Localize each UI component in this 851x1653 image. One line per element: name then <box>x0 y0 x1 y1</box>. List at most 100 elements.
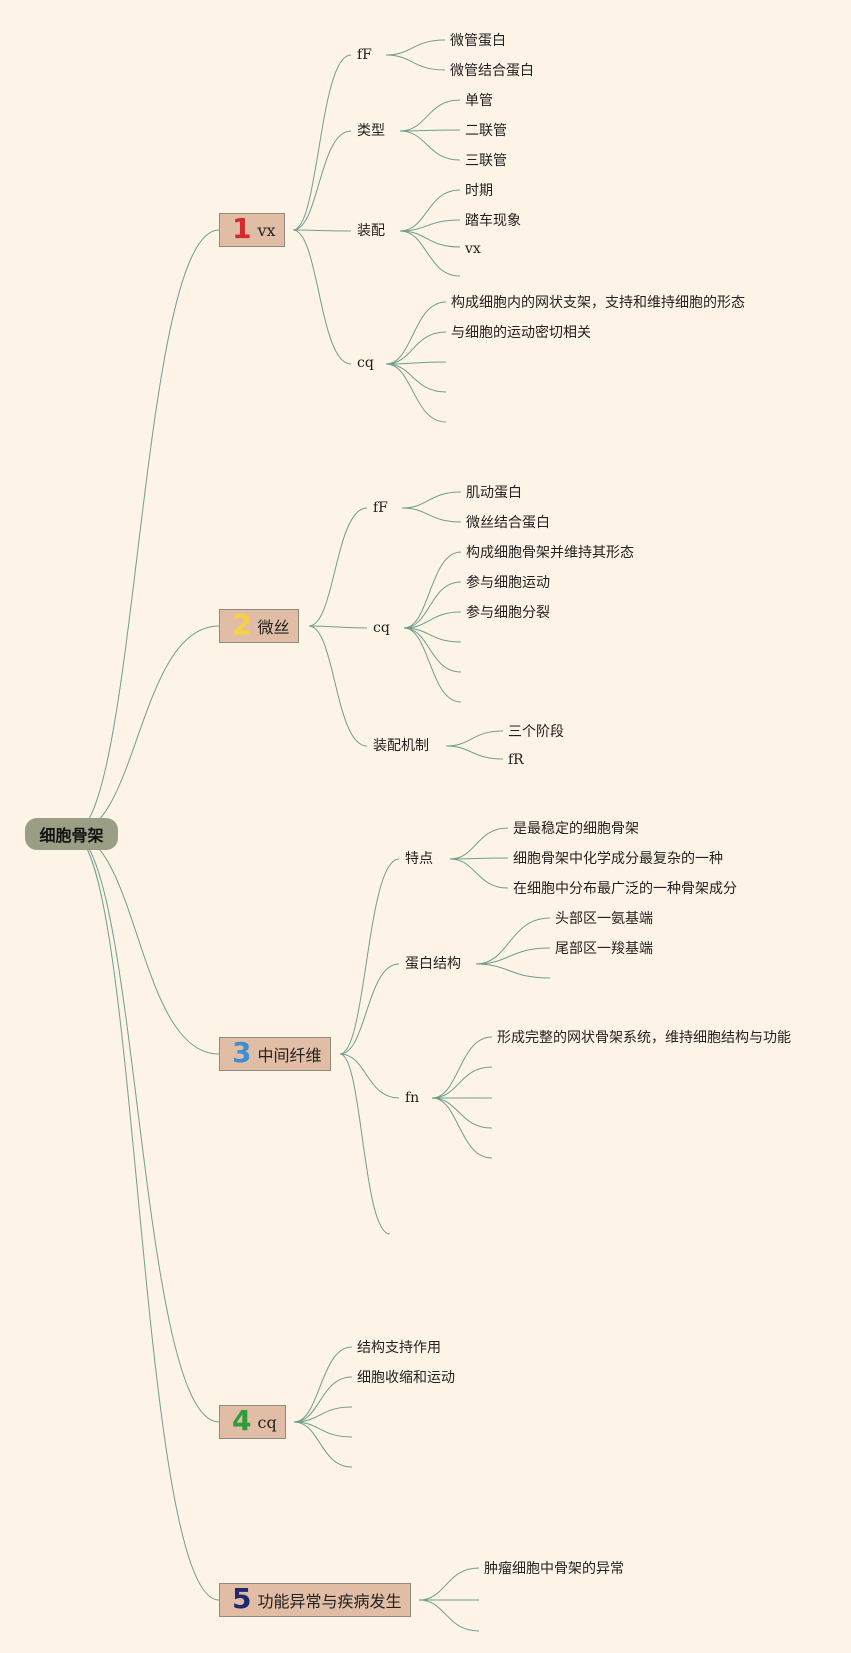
branch-label: 微丝 <box>257 618 290 637</box>
connector-line <box>449 858 509 889</box>
topic-label[interactable]: cq <box>357 355 374 371</box>
topic-label[interactable]: 装配 <box>357 223 385 239</box>
topic-label[interactable]: fF <box>357 47 372 63</box>
number-4-icon: 4 <box>232 1404 252 1437</box>
leaf-label[interactable]: 时期 <box>465 183 493 199</box>
connector-line <box>403 551 462 629</box>
topic-label[interactable]: 肿瘤细胞中骨架的异常 <box>484 1561 624 1577</box>
leaf-label[interactable]: 微管蛋白 <box>450 33 506 49</box>
connector-line <box>431 1066 493 1099</box>
connector-line <box>308 625 368 629</box>
leaf-label[interactable]: 参与细胞分裂 <box>466 605 550 621</box>
connector-line <box>399 230 461 248</box>
connector-line <box>399 230 461 277</box>
connector-line <box>292 54 352 231</box>
connector-line <box>399 189 461 232</box>
connector-line <box>385 363 447 423</box>
leaf-label[interactable]: 形成完整的网状骨架系统，维持细胞结构与功能 <box>497 1030 791 1046</box>
branch-node-3[interactable]: 3 中间纤维 <box>219 1037 331 1071</box>
topic-label[interactable]: 结构支持作用 <box>357 1340 441 1356</box>
connector-line <box>449 827 509 860</box>
connector-line <box>293 1421 353 1468</box>
leaf-label[interactable]: 头部区一氨基端 <box>555 911 653 927</box>
connector-line <box>293 1421 353 1438</box>
connector-line <box>449 857 509 860</box>
topic-label[interactable]: 装配机制 <box>373 738 429 754</box>
connector-line <box>339 1053 391 1235</box>
branch-node-1[interactable]: 1 vx <box>219 213 285 247</box>
connector-line <box>431 1036 493 1099</box>
branch-label: 中间纤维 <box>257 1046 322 1065</box>
topic-label[interactable]: cq <box>373 620 390 636</box>
connector-line <box>339 858 400 1055</box>
branch-label: cq <box>257 1412 277 1432</box>
connector-line <box>292 229 352 232</box>
leaf-label[interactable]: 三联管 <box>465 153 507 169</box>
leaf-label[interactable]: 构成细胞骨架并维持其形态 <box>466 545 634 561</box>
connector-line <box>308 625 368 747</box>
connector-line <box>385 301 447 365</box>
leaf-label[interactable]: 尾部区一羧基端 <box>555 941 653 957</box>
branch-label: 功能异常与疾病发生 <box>257 1592 402 1611</box>
connector-line <box>339 1053 400 1099</box>
branch-node-5[interactable]: 5 功能异常与疾病发生 <box>219 1583 411 1617</box>
topic-label[interactable]: fn <box>405 1090 420 1106</box>
connector-line <box>475 963 551 979</box>
leaf-label[interactable]: 踏车现象 <box>465 213 521 229</box>
connector-line <box>71 833 220 1601</box>
connector-line <box>418 1599 480 1632</box>
leaf-label[interactable]: 构成细胞内的网状支架，支持和维持细胞的形态 <box>451 295 745 311</box>
leaf-label[interactable]: 三个阶段 <box>508 724 564 740</box>
branch-node-2[interactable]: 2 微丝 <box>219 609 299 643</box>
topic-label[interactable]: 蛋白结构 <box>405 956 461 972</box>
leaf-label[interactable]: 二联管 <box>465 123 507 139</box>
topic-label[interactable]: 细胞收缩和运动 <box>357 1370 455 1386</box>
connector-line <box>293 1376 353 1423</box>
leaf-label[interactable]: 微管结合蛋白 <box>450 63 534 79</box>
connector-line <box>403 611 462 629</box>
connector-line <box>293 1406 353 1423</box>
leaf-label[interactable]: 细胞骨架中化学成分最复杂的一种 <box>513 851 723 867</box>
connector-line <box>403 627 462 673</box>
number-1-icon: 1 <box>232 212 252 245</box>
connector-line <box>71 229 220 835</box>
leaf-label[interactable]: 微丝结合蛋白 <box>466 515 550 531</box>
leaf-label[interactable]: 参与细胞运动 <box>466 575 550 591</box>
connector-line <box>71 625 220 835</box>
connector-line <box>385 54 446 71</box>
leaf-label[interactable]: 与细胞的运动密切相关 <box>451 325 591 341</box>
number-3-icon: 3 <box>232 1036 252 1069</box>
leaf-label[interactable]: 是最稳定的细胞骨架 <box>513 821 639 837</box>
leaf-label[interactable]: fR <box>508 752 524 768</box>
connector-line <box>475 917 551 965</box>
connector-lines <box>71 39 551 1632</box>
leaf-label[interactable]: 肌动蛋白 <box>466 485 522 501</box>
topic-label[interactable]: 类型 <box>357 123 385 139</box>
connector-line <box>418 1567 480 1601</box>
connector-line <box>399 99 461 132</box>
branch-node-4[interactable]: 4 cq <box>219 1405 286 1439</box>
connector-line <box>403 627 462 703</box>
connector-line <box>71 833 220 1423</box>
connector-line <box>399 129 461 132</box>
connector-line <box>431 1097 493 1159</box>
connector-line <box>445 745 504 760</box>
connector-line <box>385 39 446 56</box>
leaf-label[interactable]: vx <box>465 241 481 257</box>
topic-label[interactable]: 特点 <box>405 851 433 867</box>
leaf-label[interactable]: 单管 <box>465 93 493 109</box>
connector-line <box>385 331 447 365</box>
connector-line <box>401 507 462 523</box>
connector-line <box>399 130 461 161</box>
topic-label[interactable]: fF <box>373 500 388 516</box>
connector-line <box>292 229 352 365</box>
connector-line <box>339 963 400 1055</box>
connector-line <box>293 1346 353 1423</box>
number-5-icon: 5 <box>232 1582 252 1615</box>
leaf-label[interactable]: 在细胞中分布最广泛的一种骨架成分 <box>513 881 737 897</box>
connector-line <box>403 581 462 629</box>
connector-line <box>475 947 551 965</box>
connector-line <box>403 627 462 643</box>
root-node[interactable]: 细胞骨架 <box>25 818 118 850</box>
